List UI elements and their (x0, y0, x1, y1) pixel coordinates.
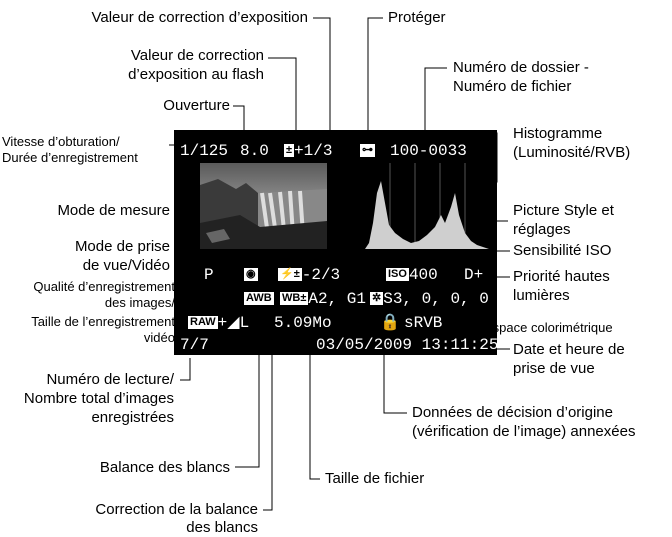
label-white-balance: Balance des blancs (99, 459, 230, 476)
exposure-comp-icon: ± (284, 144, 295, 158)
label-histogram-2: (Luminosité/RVB) (513, 144, 631, 161)
label-file-size: Taille de fichier (325, 470, 425, 487)
label-protect: Protéger (388, 9, 446, 26)
wb-badge: AWB (244, 292, 274, 306)
label-flash-comp-2: d’exposition au flash (128, 66, 264, 83)
lock-icon: 🔒 (380, 314, 400, 332)
quality-group: RAW+◢L (188, 314, 249, 332)
label-quality-1: Qualité d’enregistrement (33, 279, 175, 294)
flash-comp-group: ⚡±-2/3 (278, 266, 340, 284)
label-playback-3: enregistrées (91, 409, 174, 426)
white-balance-group: AWB (244, 290, 274, 308)
flash-comp-icon: ⚡± (278, 268, 302, 282)
exposure-comp-value: +1/3 (294, 142, 333, 160)
label-quality-2: des images/ (104, 295, 175, 310)
capture-datetime: 03/05/2009 13:11:25 (316, 336, 499, 354)
label-folder-file-1: Numéro de dossier - (453, 59, 589, 76)
label-verification-2: (vérification de l’image) annexées (412, 423, 636, 440)
label-histogram-1: Histogramme (513, 125, 603, 142)
label-quality-4: vidéo (143, 330, 175, 345)
wb-shift-value: A2, G1 (308, 290, 366, 308)
label-picture-style-2: réglages (513, 221, 571, 238)
label-iso: Sensibilité ISO (513, 242, 612, 259)
label-picture-style-1: Picture Style et (513, 202, 614, 219)
label-playback-1: Numéro de lecture/ (46, 371, 174, 388)
iso-value: 400 (408, 266, 438, 284)
raw-quality: +◢L (217, 314, 250, 332)
label-shutter-1: Vitesse d’obturation/ (2, 134, 120, 149)
label-shooting-mode-2: de vue/Vidéo (82, 257, 170, 274)
picture-style-icon: ✲ (370, 292, 384, 306)
label-folder-file-2: Numéro de fichier (453, 78, 572, 95)
aperture-value: 8.0 (240, 142, 269, 160)
photo-thumbnail (200, 163, 327, 249)
picture-style-values: 3, 0, 0, 0 (392, 290, 489, 308)
raw-badge: RAW (188, 316, 218, 330)
iso-badge: ISO (386, 268, 409, 282)
label-aperture: Ouverture (163, 97, 230, 114)
label-color-space: Espace colorimétrique (484, 320, 613, 335)
label-shutter-2: Durée d’enregistrement (2, 150, 138, 165)
label-quality-3: Taille de l’enregistrement (31, 314, 175, 329)
picture-style-code: S (383, 290, 393, 308)
file-size: 5.09Mo (274, 314, 332, 332)
leader-protect (367, 17, 383, 145)
label-playback-2: Nombre total d’images (23, 390, 174, 407)
label-metering: Mode de mesure (57, 202, 170, 219)
label-highlight-1: Priorité hautes (513, 268, 610, 285)
label-exposure-comp: Valeur de correction d’exposition (91, 9, 308, 26)
label-flash-comp-1: Valeur de correction (130, 47, 264, 64)
playback-number: 7/7 (180, 336, 209, 354)
picture-style-group: ✲S3, 0, 0, 0 (370, 290, 489, 308)
wb-shift-group: WB±A2, G1 (280, 290, 366, 308)
label-highlight-2: lumières (513, 287, 570, 304)
label-shooting-mode-1: Mode de prise (74, 238, 170, 255)
label-wb-correction-1: Correction de la balance (95, 501, 258, 518)
shutter-speed: 1/125 (180, 142, 229, 160)
histogram-graph (365, 163, 489, 249)
leader-exposure-comp (313, 17, 331, 145)
label-wb-correction-2: des blancs (186, 519, 258, 536)
evaluative-metering-icon: ◉ (244, 268, 258, 282)
key-icon: ⊶ (360, 144, 375, 158)
highlight-priority: D+ (464, 266, 484, 284)
exposure-comp-group: ±+1/3 (284, 142, 332, 160)
shooting-mode: P (204, 266, 214, 284)
color-space: sRVB (404, 314, 443, 332)
leader-playback (180, 358, 191, 381)
label-verification-1: Données de décision d’origine (412, 404, 613, 421)
wb-shift-icon: WB± (280, 292, 309, 306)
leader-verification (383, 352, 407, 414)
flash-comp-value: -2/3 (301, 266, 341, 284)
label-datetime-1: Date et heure de (513, 341, 625, 358)
camera-lcd-screen: 1/125 8.0 ±+1/3 ⊶ 100-0033 P ◉ ⚡±-2/3 IS… (174, 130, 499, 355)
file-number: 100-0033 (390, 142, 467, 160)
label-datetime-2: prise de vue (513, 360, 595, 377)
